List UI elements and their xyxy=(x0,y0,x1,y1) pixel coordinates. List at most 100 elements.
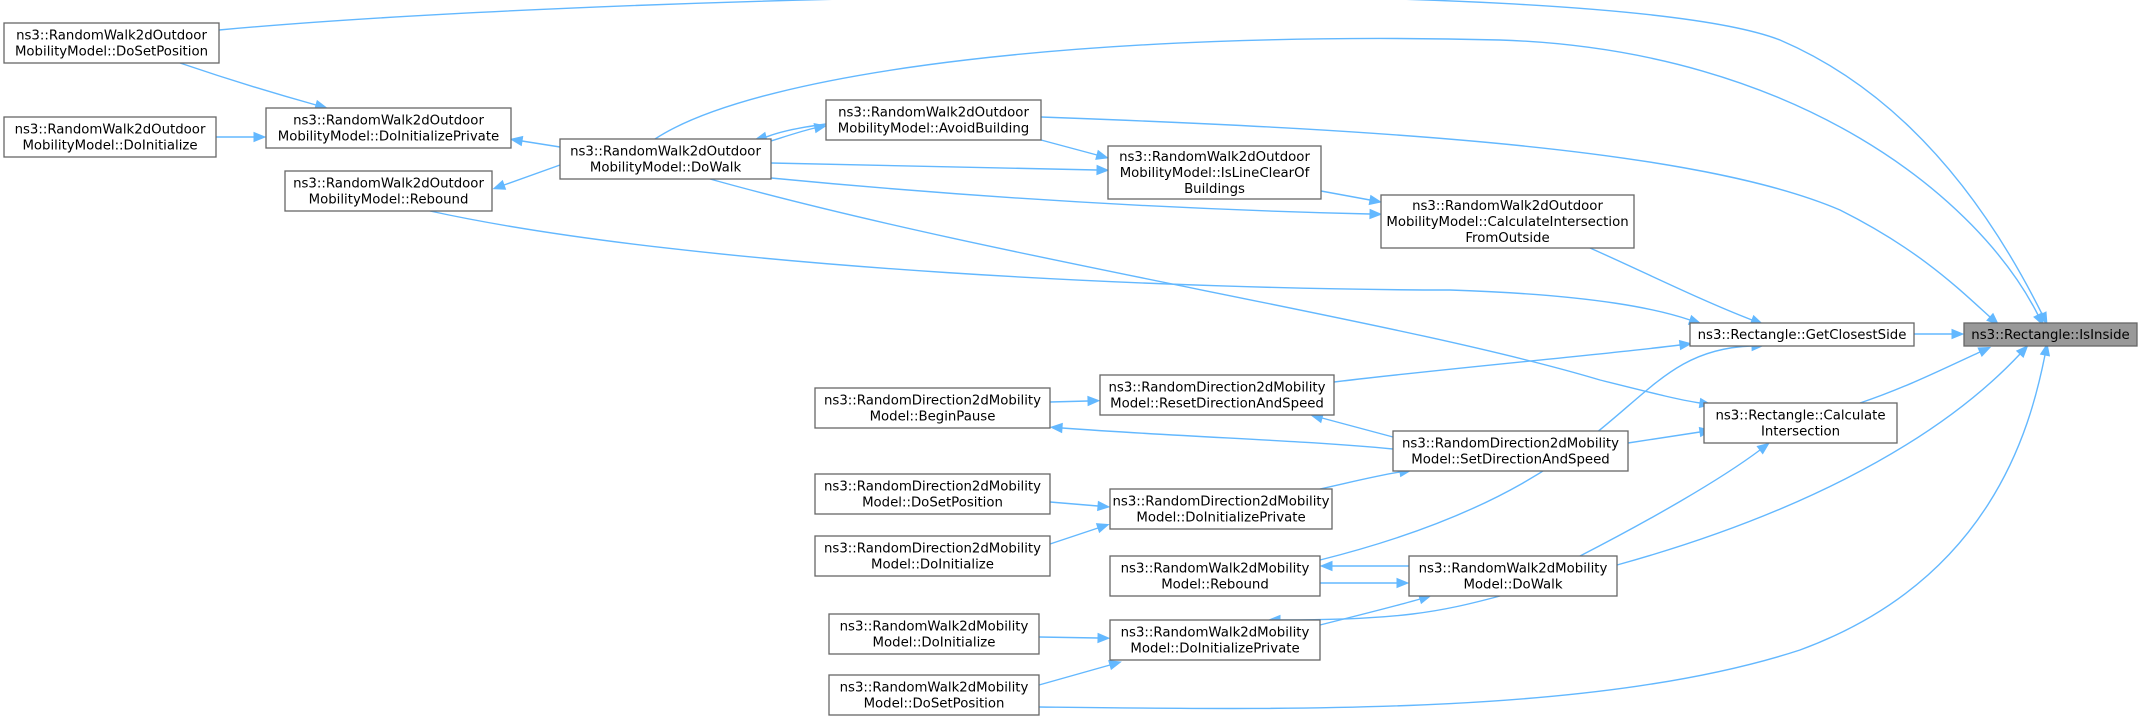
edge-rw2_dsp-to-root xyxy=(1038,342,2051,710)
edge-rw2_reb-to-rw2_walk xyxy=(1320,577,1410,589)
node-label-line: Model::DoWalk xyxy=(1463,578,1562,593)
arrowhead xyxy=(1096,164,1110,176)
node-label-line: MobilityModel::DoInitialize xyxy=(22,139,197,154)
node-box xyxy=(1099,374,1335,416)
node-label-line: ns3::RandomDirection2dMobility xyxy=(824,480,1041,495)
node-rd2-bp[interactable]: ns3::RandomDirection2dMobilityModel::Beg… xyxy=(814,387,1051,429)
node-label-line: ns3::RandomWalk2dMobility xyxy=(840,620,1029,635)
node-rd2-rds[interactable]: ns3::RandomDirection2dMobilityModel::Res… xyxy=(1099,374,1335,416)
node-box xyxy=(1703,402,1898,444)
node-label-line: ns3::RandomWalk2dOutdoor xyxy=(1119,150,1310,165)
node-rw2o-reb[interactable]: ns3::RandomWalk2dOutdoorMobilityModel::R… xyxy=(284,170,493,212)
node-ci[interactable]: ns3::Rectangle::CalculateIntersection xyxy=(1703,402,1898,444)
node-rd2-dsp[interactable]: ns3::RandomDirection2dMobilityModel::DoS… xyxy=(814,473,1051,515)
arrowhead xyxy=(253,131,267,143)
node-label-line: Model::DoInitialize xyxy=(873,636,996,651)
node-label-line: ns3::RandomWalk2dOutdoor xyxy=(293,114,484,129)
node-rw2o-cifo[interactable]: ns3::RandomWalk2dOutdoorMobilityModel::C… xyxy=(1380,194,1635,249)
arrowhead xyxy=(2033,312,2044,327)
arrowhead xyxy=(1951,328,1965,340)
edge-rw2o_walk-to-rw2o_ilc xyxy=(770,162,1110,176)
arrowhead xyxy=(1087,395,1101,407)
arrowhead xyxy=(1368,194,1383,206)
node-label-line: Model::DoInitialize xyxy=(871,558,994,573)
arrowhead xyxy=(1977,346,1992,357)
edge-rw2o_walk-to-rw2o_dip xyxy=(509,135,561,148)
arrowhead xyxy=(813,122,828,134)
edge-rw2o_cifo-to-gcs xyxy=(1589,247,1764,325)
edge-rw2o_ilc-to-rw2o_cifo xyxy=(1320,190,1383,206)
node-label-line: ns3::Rectangle::IsInside xyxy=(1971,328,2129,343)
node-rw2-dsp[interactable]: ns3::RandomWalk2dMobilityModel::DoSetPos… xyxy=(828,674,1040,716)
arrowhead xyxy=(1097,500,1111,512)
node-label-line: MobilityModel::DoSetPosition xyxy=(15,45,208,60)
edge-rw2o_walk-to-rw2o_reb xyxy=(492,164,561,190)
edge-rw2_walk-to-root xyxy=(1616,345,2029,566)
node-box xyxy=(1392,430,1629,472)
node-rw2-dip[interactable]: ns3::RandomWalk2dMobilityModel::DoInitia… xyxy=(1109,619,1321,661)
arrowhead xyxy=(2015,345,2029,358)
node-label-line: Model::Rebound xyxy=(1161,578,1269,593)
node-label-line: Model::DoSetPosition xyxy=(862,496,1003,511)
node-label-line: MobilityModel::AvoidBuilding xyxy=(838,122,1030,137)
node-label-line: ns3::RandomWalk2dOutdoor xyxy=(1412,199,1603,214)
node-rd2-dinit[interactable]: ns3::RandomDirection2dMobilityModel::DoI… xyxy=(814,535,1051,577)
node-rw2o-ilc[interactable]: ns3::RandomWalk2dOutdoorMobilityModel::I… xyxy=(1107,145,1322,200)
node-box xyxy=(1689,322,1915,347)
node-rd2-dip[interactable]: ns3::RandomDirection2dMobilityModel::DoI… xyxy=(1109,488,1333,530)
edge-rd2_sds-to-rd2_bp xyxy=(1049,422,1394,450)
arrowhead xyxy=(1049,422,1063,434)
edge-rw2_dip-to-rw2_walk xyxy=(1319,594,1432,626)
node-box xyxy=(825,99,1042,141)
node-label-line: MobilityModel::DoWalk xyxy=(590,161,742,176)
arrowhead xyxy=(1756,442,1770,455)
edge-rd2_sds-to-rd2_rds xyxy=(1310,413,1394,438)
node-rw2o-avoid[interactable]: ns3::RandomWalk2dOutdoorMobilityModel::A… xyxy=(825,99,1042,141)
edge-ci-to-root xyxy=(1859,346,1992,404)
edge-rw2_dinit-to-rw2_dip xyxy=(1038,632,1111,644)
edge-rw2o_dinit-to-rw2o_dip xyxy=(216,131,267,143)
node-box xyxy=(1380,194,1635,249)
node-label-line: ns3::RandomWalk2dOutdoor xyxy=(570,145,761,160)
edge-rw2_walk-to-ci xyxy=(1579,442,1770,557)
node-rw2o-walk[interactable]: ns3::RandomWalk2dOutdoorMobilityModel::D… xyxy=(559,138,772,180)
edge-rd2_bp-to-rd2_rds xyxy=(1049,395,1101,407)
node-label-line: ns3::RandomWalk2dOutdoor xyxy=(15,123,206,138)
node-gcs[interactable]: ns3::Rectangle::GetClosestSide xyxy=(1689,322,1915,347)
node-box xyxy=(559,138,772,180)
node-label-line: Model::SetDirectionAndSpeed xyxy=(1411,453,1609,468)
node-box xyxy=(1109,488,1333,530)
node-rw2o-dip[interactable]: ns3::RandomWalk2dOutdoorMobilityModel::D… xyxy=(265,107,512,149)
node-label-line: ns3::RandomDirection2dMobility xyxy=(824,542,1041,557)
node-label-line: ns3::RandomWalk2dMobility xyxy=(1419,562,1608,577)
node-rw2-dinit[interactable]: ns3::RandomWalk2dMobilityModel::DoInitia… xyxy=(828,613,1040,655)
node-box xyxy=(828,613,1040,655)
node-label-line: ns3::RandomDirection2dMobility xyxy=(824,394,1041,409)
arrowhead xyxy=(1108,660,1122,671)
node-rd2-sds[interactable]: ns3::RandomDirection2dMobilityModel::Set… xyxy=(1392,430,1629,472)
arrowhead xyxy=(1095,149,1109,160)
node-label-line: Model::ResetDirectionAndSpeed xyxy=(1110,397,1324,412)
arrowhead xyxy=(1678,339,1693,351)
node-layer: ns3::Rectangle::IsInsidens3::Rectangle::… xyxy=(3,22,2138,716)
node-label-line: ns3::RandomDirection2dMobility xyxy=(1402,437,1619,452)
arrowhead xyxy=(492,179,507,190)
edge-rw2o_avoid-to-rw2o_ilc xyxy=(1040,139,1109,160)
edge-rw2o_dsp-to-rw2o_dip xyxy=(179,62,328,110)
node-label-line: ns3::RandomDirection2dMobility xyxy=(1112,495,1329,510)
node-label-line: Model::BeginPause xyxy=(870,410,996,425)
edge-rd2_dsp-to-rd2_dip xyxy=(1049,500,1111,512)
node-root[interactable]: ns3::Rectangle::IsInside xyxy=(1963,322,2138,347)
arrowhead xyxy=(2039,342,2051,357)
node-rw2o-dinit[interactable]: ns3::RandomWalk2dOutdoorMobilityModel::D… xyxy=(3,116,217,158)
edge-rd2_rds-to-gcs xyxy=(1333,339,1693,383)
arrowhead xyxy=(1396,577,1410,589)
node-label-line: Model::DoSetPosition xyxy=(864,697,1005,712)
node-box xyxy=(814,387,1051,429)
node-box xyxy=(284,170,493,212)
arrowhead xyxy=(1319,560,1333,572)
node-rw2o-dsp[interactable]: ns3::RandomWalk2dOutdoorMobilityModel::D… xyxy=(3,22,220,64)
node-box xyxy=(265,107,512,149)
